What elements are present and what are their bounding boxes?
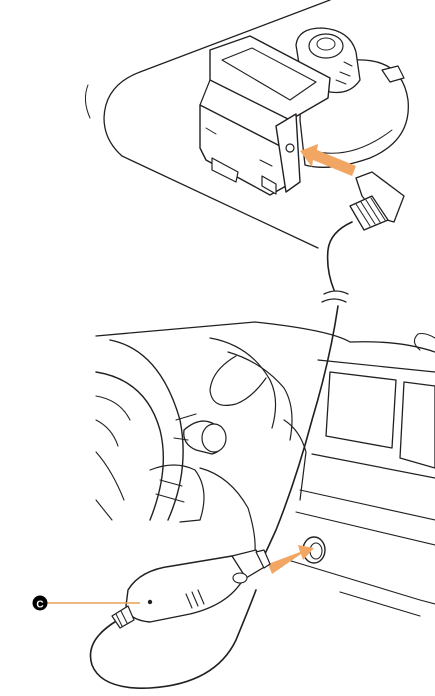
power-cable	[328, 222, 352, 290]
callout-label: C	[36, 600, 43, 611]
indicator-led-icon	[148, 600, 152, 604]
power-cable-break-symbol	[322, 291, 348, 302]
lower-dashboard	[96, 322, 435, 616]
right-angle-plug	[350, 172, 404, 230]
